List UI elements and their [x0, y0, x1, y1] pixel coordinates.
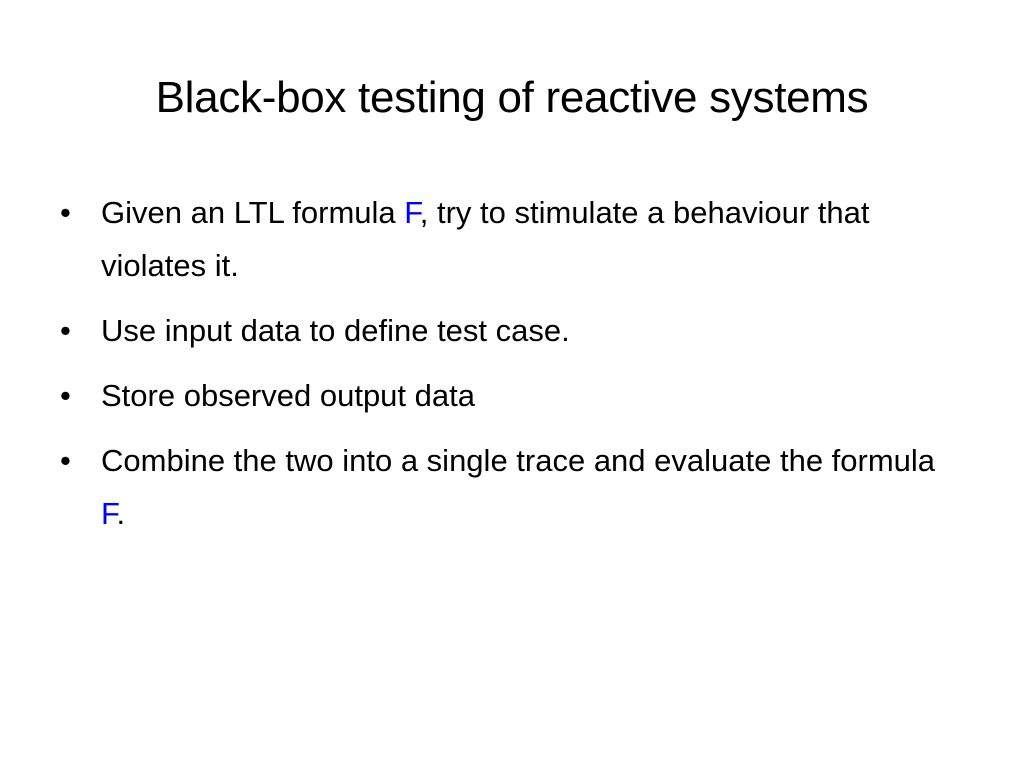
bullet-text: Combine the two into a single trace and …: [101, 443, 936, 478]
slide-title: Black-box testing of reactive systems: [155, 73, 869, 122]
bullet-text: , try to stimulate a behaviour that viol…: [101, 195, 870, 283]
bullet-text: Given an LTL formula: [101, 195, 405, 230]
bullet-text: .: [116, 496, 126, 531]
bullet-item-combine-trace: Combine the two into a single trace and …: [60, 434, 960, 540]
formula-f-highlight: F: [404, 195, 420, 230]
bullet-list: Given an LTL formula F, try to stimulate…: [60, 186, 960, 552]
bullet-text: Store observed output data: [101, 378, 475, 413]
bullet-item-output-data: Store observed output data: [60, 369, 960, 422]
formula-f-highlight: F: [101, 496, 117, 531]
bullet-text: Use input data to define test case.: [101, 313, 570, 348]
bullet-item-input-data: Use input data to define test case.: [60, 304, 960, 357]
bullet-item-ltl-formula: Given an LTL formula F, try to stimulate…: [60, 186, 960, 292]
